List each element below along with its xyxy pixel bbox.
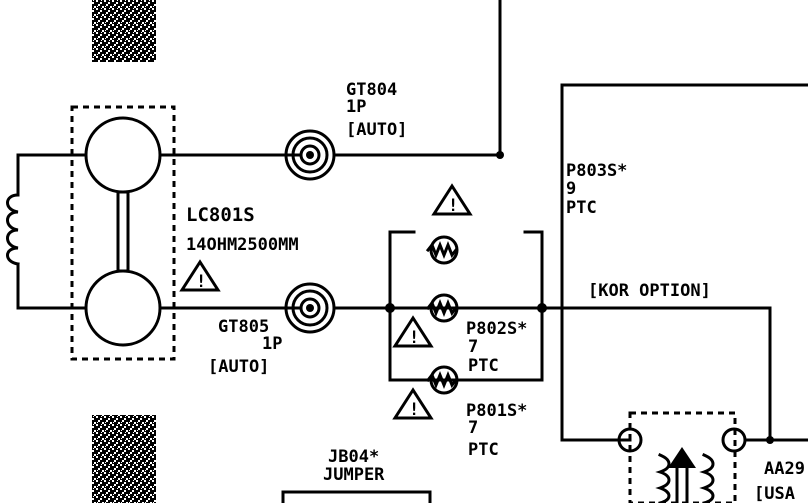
connector-pin-icon xyxy=(617,427,747,453)
label-lc801s: LC801S 14OHM2500MM xyxy=(186,204,299,255)
svg-text:7: 7 xyxy=(468,337,478,357)
ptc-thermistor-icon xyxy=(425,235,459,265)
connector-jack-icon xyxy=(284,282,336,334)
label-kor-option: [KOR OPTION] xyxy=(588,281,711,301)
connector-jack-icon xyxy=(284,129,336,181)
svg-text:PTC: PTC xyxy=(468,356,499,376)
svg-text:[AUTO]: [AUTO] xyxy=(346,120,407,140)
label-aa29: AA29 xyxy=(764,459,805,479)
warning-triangle-icon: ! xyxy=(392,315,434,348)
label-gt804: GT804 1P [AUTO] xyxy=(346,80,407,140)
noise-pattern-icon xyxy=(92,0,156,62)
ptc-thermistor-icon xyxy=(425,293,459,323)
svg-text:[AUTO]: [AUTO] xyxy=(208,357,269,377)
label-p801s: P801S* 7 PTC xyxy=(466,401,527,460)
noise-pattern-icon xyxy=(92,415,156,503)
label-gt805: GT805 1P [AUTO] xyxy=(208,317,282,377)
degaussing-coil-icon xyxy=(6,153,87,310)
svg-text:PTC: PTC xyxy=(566,198,597,218)
posistor-element xyxy=(84,116,302,347)
arrow-up-icon xyxy=(668,447,696,503)
ptc-thermistor-icon xyxy=(425,365,459,395)
warning-triangle-icon: ! xyxy=(431,183,473,216)
warning-triangle-icon: ! xyxy=(179,259,221,292)
svg-text:14OHM2500MM: 14OHM2500MM xyxy=(186,235,299,255)
svg-text:!: ! xyxy=(409,400,419,420)
label-jb04: JB04* JUMPER xyxy=(323,447,385,485)
warning-triangle-icon: ! xyxy=(392,387,434,420)
svg-text:9: 9 xyxy=(566,179,576,199)
svg-text:!: ! xyxy=(409,328,419,348)
label-p803s: P803S* 9 PTC xyxy=(566,161,627,218)
svg-text:GT805: GT805 xyxy=(218,317,269,337)
label-usa: [USA xyxy=(754,484,795,503)
svg-text:P803S*: P803S* xyxy=(566,161,627,181)
svg-text:LC801S: LC801S xyxy=(186,204,255,226)
svg-text:P802S*: P802S* xyxy=(466,319,527,339)
svg-text:PTC: PTC xyxy=(468,440,499,460)
svg-text:JB04*: JB04* xyxy=(328,447,379,467)
svg-text:GT804: GT804 xyxy=(346,80,397,100)
svg-text:1P: 1P xyxy=(262,334,282,354)
svg-text:JUMPER: JUMPER xyxy=(323,465,385,485)
option-dashed-box xyxy=(628,411,737,503)
svg-text:!: ! xyxy=(448,196,458,216)
label-p802s: P802S* 7 PTC xyxy=(466,319,527,376)
svg-text:!: ! xyxy=(196,272,206,292)
svg-text:1P: 1P xyxy=(346,97,366,117)
svg-text:P801S*: P801S* xyxy=(466,401,527,421)
svg-text:7: 7 xyxy=(468,418,478,438)
